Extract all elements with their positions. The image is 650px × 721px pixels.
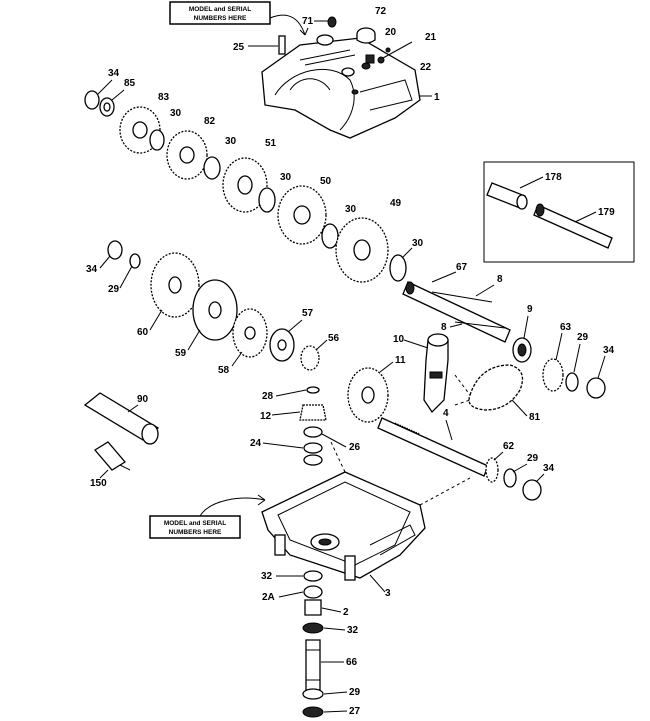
part-number: 59 [175, 348, 187, 359]
part-number: 29 [527, 453, 539, 464]
part-number: 9 [527, 304, 533, 315]
main-shaft [377, 417, 542, 501]
part-number: 8 [497, 274, 503, 285]
part-number: 62 [503, 441, 515, 452]
part-number: 178 [545, 172, 562, 183]
part-number: 3 [385, 588, 391, 599]
part-number: 12 [260, 411, 272, 422]
part-number: 50 [320, 176, 332, 187]
part-number: 90 [137, 394, 149, 405]
lower-housing [261, 439, 471, 581]
part-number: 34 [108, 68, 120, 79]
part-number: 49 [390, 198, 402, 209]
part-number: 72 [375, 6, 387, 17]
part-number: 27 [349, 706, 361, 717]
part-number: 30 [412, 238, 424, 249]
bottom-serial-callout: MODEL and SERIAL NUMBERS HERE [149, 494, 266, 539]
part-number: 58 [218, 365, 230, 376]
bottom-callout-line1: MODEL and SERIAL [164, 520, 226, 527]
part-number: 22 [420, 62, 432, 73]
part-number: 10 [393, 334, 405, 345]
part-number: 81 [529, 412, 541, 423]
part-number: 30 [225, 136, 237, 147]
part-number: 25 [233, 42, 245, 53]
part-number: 34 [603, 345, 615, 356]
part-number: 11 [395, 355, 406, 366]
part-number: 2A [262, 592, 275, 603]
part-number: 29 [108, 284, 120, 295]
part-number: 24 [250, 438, 262, 449]
gear-row-upper [84, 90, 407, 283]
part-number: 28 [262, 391, 274, 402]
part-number: 26 [349, 442, 361, 453]
top-callout-line2: NUMBERS HERE [194, 15, 247, 22]
lower-shaft-stack [302, 570, 324, 718]
part-number: 32 [347, 625, 359, 636]
part-number: 29 [577, 332, 589, 343]
part-number: 67 [456, 262, 468, 273]
part-number: 51 [265, 138, 277, 149]
part-number: 20 [385, 27, 397, 38]
part-number: 34 [86, 264, 98, 275]
part-number: 71 [302, 16, 314, 27]
part-number: 85 [124, 78, 136, 89]
part-number: 66 [346, 657, 358, 668]
part-number: 21 [425, 32, 437, 43]
part-number: 63 [560, 322, 572, 333]
part-number: 4 [443, 408, 449, 419]
top-callout-line1: MODEL and SERIAL [189, 6, 251, 13]
part-number: 32 [261, 571, 273, 582]
part-number: 57 [302, 308, 314, 319]
part-number: 150 [90, 478, 107, 489]
part-number: 60 [137, 327, 149, 338]
part-number: 30 [345, 204, 357, 215]
gear-row-middle [107, 240, 320, 371]
part-number: 82 [204, 116, 216, 127]
part-number: 30 [280, 172, 292, 183]
chain-and-right-parts [454, 358, 606, 411]
part-number: 1 [434, 92, 440, 103]
part-number: 34 [543, 463, 555, 474]
part-number: 83 [158, 92, 170, 103]
top-serial-callout: MODEL and SERIAL NUMBERS HERE [169, 1, 309, 36]
part-number: 8 [441, 322, 447, 333]
part-number: 2 [343, 607, 349, 618]
sealant-tube [83, 392, 160, 471]
part-number: 179 [598, 207, 615, 218]
top-small-parts [278, 16, 413, 64]
center-small-parts [299, 386, 327, 466]
part-number: 30 [170, 108, 182, 119]
inset-box [483, 161, 635, 263]
part-number: 56 [328, 333, 340, 344]
part-number: 29 [349, 687, 361, 698]
pinion-assembly [347, 333, 449, 423]
shaft-67 [402, 281, 511, 343]
bottom-callout-line2: NUMBERS HERE [169, 529, 222, 536]
